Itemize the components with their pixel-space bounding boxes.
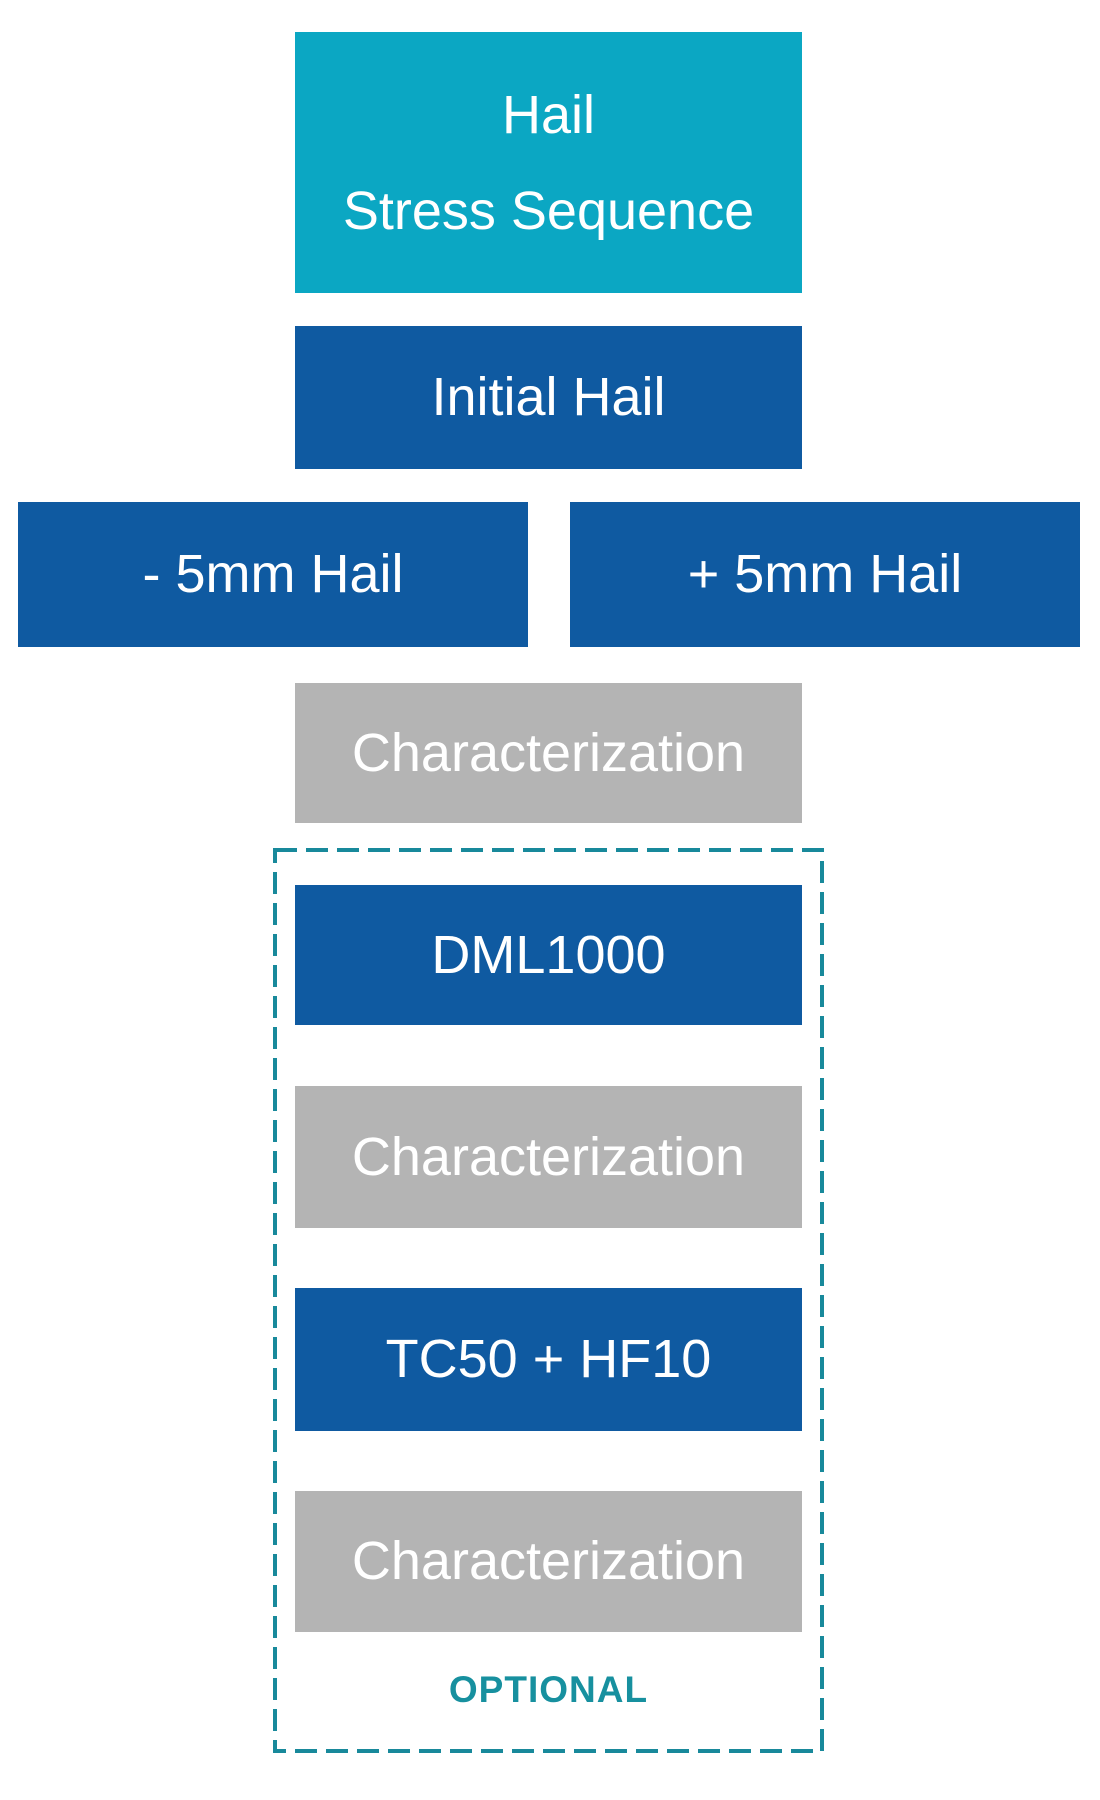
tc50-hf10-box: TC50 + HF10 [295,1288,802,1431]
hail-stress-sequence-title-box: Hail Stress Sequence [295,32,802,293]
characterization-box-2: Characterization [295,1086,802,1228]
dashed-border [273,848,824,1753]
initial-hail-box: Initial Hail [295,326,802,469]
title-line-2: Stress Sequence [342,180,755,241]
characterization-box-3: Characterization [295,1491,802,1632]
minus-5mm-hail-box: - 5mm Hail [18,502,528,647]
plus-5mm-hail-box: + 5mm Hail [570,502,1080,647]
title-line-1: Hail [501,84,596,145]
dml1000-box: DML1000 [295,885,802,1025]
optional-dashed-region [273,848,824,1753]
optional-label: OPTIONAL [448,1669,649,1710]
characterization-box-1: Characterization [295,683,802,823]
